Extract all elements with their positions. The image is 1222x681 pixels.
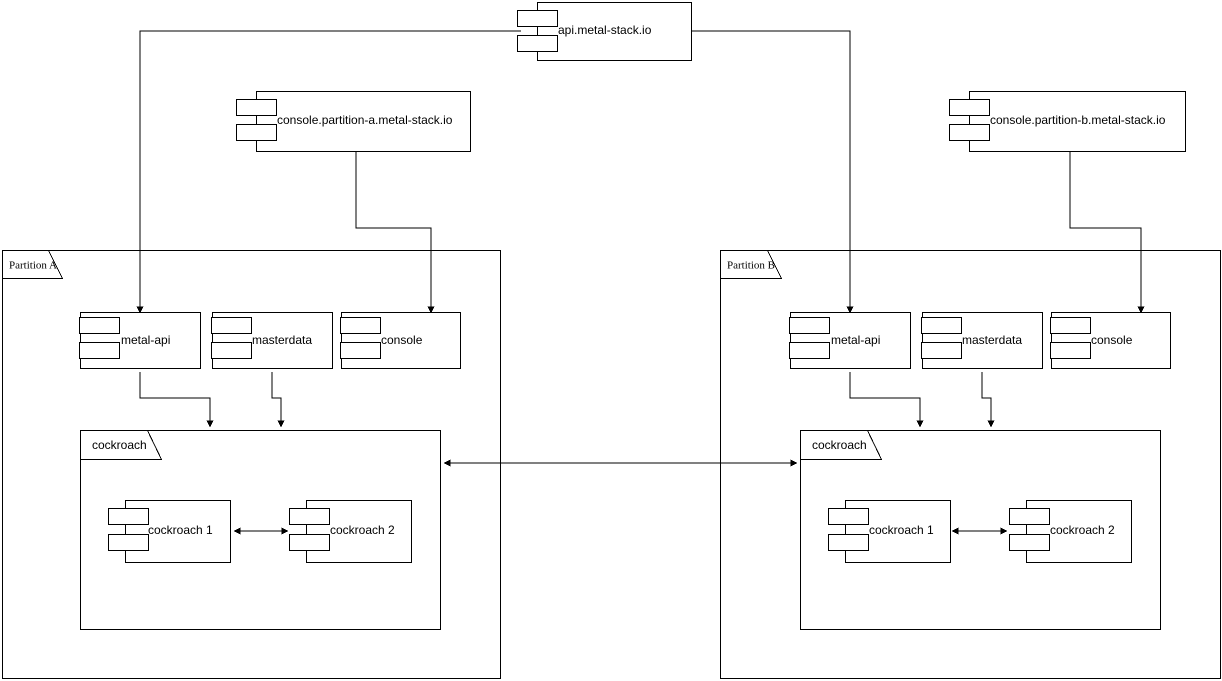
node-masterdata-b-label: masterdata xyxy=(962,333,1022,347)
node-console-a[interactable]: console xyxy=(340,312,461,369)
node-metal-api-b-label: metal-api xyxy=(831,333,880,347)
partition-b-tab xyxy=(720,250,783,279)
node-cockroach-a-1[interactable]: cockroach 1 xyxy=(108,500,231,563)
partition-a-tab xyxy=(2,250,64,279)
edge-console-b-to-console-component xyxy=(1069,152,1145,314)
node-console-b-label: console xyxy=(1091,333,1133,347)
node-api-endpoint[interactable]: api.metal-stack.io xyxy=(517,2,692,61)
cockroach-group-b-tab xyxy=(800,430,883,460)
node-masterdata-a[interactable]: masterdata xyxy=(211,312,333,369)
node-masterdata-b[interactable]: masterdata xyxy=(921,312,1043,369)
node-metal-api-a[interactable]: metal-api xyxy=(79,312,201,369)
node-cockroach-a-2-label: cockroach 2 xyxy=(330,523,395,537)
edge-api-to-metal-api-a xyxy=(136,30,521,314)
edge-masterdata-b-to-cockroach xyxy=(981,372,995,428)
node-console-a-endpoint[interactable]: console.partition-a.metal-stack.io xyxy=(236,91,471,152)
node-metal-api-a-label: metal-api xyxy=(121,333,170,347)
node-cockroach-b-1-label: cockroach 1 xyxy=(869,523,934,537)
node-console-b-endpoint[interactable]: console.partition-b.metal-stack.io xyxy=(949,91,1186,152)
node-api-endpoint-label: api.metal-stack.io xyxy=(558,23,652,37)
node-console-b-endpoint-label: console.partition-b.metal-stack.io xyxy=(990,113,1166,127)
node-console-a-endpoint-label: console.partition-a.metal-stack.io xyxy=(277,113,453,127)
edge-api-to-metal-api-b xyxy=(691,30,854,314)
partition-b-label: Partition B xyxy=(727,260,775,272)
node-console-a-label: console xyxy=(381,333,423,347)
edge-console-a-to-console-component xyxy=(355,152,435,314)
cockroach-group-b-label: cockroach xyxy=(812,438,867,452)
node-metal-api-b[interactable]: metal-api xyxy=(789,312,911,369)
node-cockroach-b-2-label: cockroach 2 xyxy=(1050,523,1115,537)
node-cockroach-b-2[interactable]: cockroach 2 xyxy=(1009,500,1132,563)
partition-a-label: Partition A xyxy=(9,260,57,272)
edge-masterdata-a-to-cockroach xyxy=(271,372,285,428)
node-cockroach-a-1-label: cockroach 1 xyxy=(148,523,213,537)
node-cockroach-a-2[interactable]: cockroach 2 xyxy=(289,500,412,563)
node-console-b[interactable]: console xyxy=(1050,312,1171,369)
cockroach-group-a-label: cockroach xyxy=(92,438,147,452)
cockroach-group-a-tab xyxy=(80,430,163,460)
edge-metal-api-b-to-cockroach xyxy=(849,372,924,428)
node-cockroach-b-1[interactable]: cockroach 1 xyxy=(828,500,951,563)
node-masterdata-a-label: masterdata xyxy=(252,333,312,347)
edge-metal-api-a-to-cockroach xyxy=(139,372,214,428)
